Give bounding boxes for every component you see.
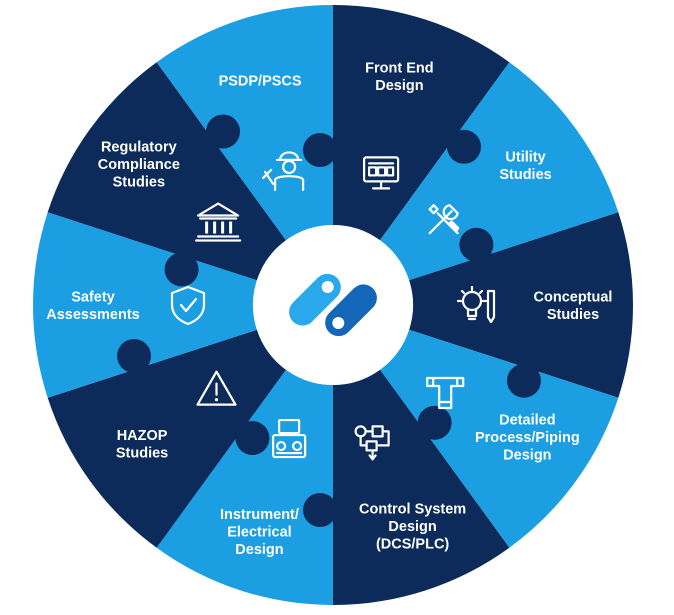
wrench-screwdriver-icon bbox=[428, 204, 460, 235]
segment-hazop-studies bbox=[47, 329, 286, 548]
hub-circle bbox=[253, 225, 413, 385]
label-line: Assessments bbox=[46, 307, 140, 323]
puzzle-tab bbox=[447, 129, 482, 164]
label-line: Instrument/ bbox=[220, 507, 299, 523]
segments-layer bbox=[32, 5, 633, 605]
label-line: Studies bbox=[547, 307, 599, 323]
computer-monitor-icon bbox=[363, 156, 400, 190]
icons-layer bbox=[170, 151, 496, 461]
segment-safety-assessments bbox=[32, 212, 257, 398]
lightbulb-pencil-icon bbox=[456, 285, 496, 324]
segment-conceptual-studies bbox=[409, 212, 633, 398]
shield-check-icon bbox=[170, 285, 206, 326]
label-line: Design bbox=[503, 448, 551, 464]
label-line: Conceptual bbox=[534, 289, 613, 305]
logo-top-dot bbox=[321, 280, 334, 293]
label-line: Regulatory bbox=[101, 139, 177, 155]
label-line: HAZOP bbox=[117, 428, 168, 444]
label-line: Safety bbox=[71, 289, 115, 305]
center-hub bbox=[253, 225, 413, 385]
label-line: Control System bbox=[359, 502, 466, 518]
label-line: Design bbox=[375, 78, 423, 94]
engineer-icon bbox=[262, 151, 305, 192]
control-flow-icon bbox=[354, 425, 390, 461]
label-line: Utility bbox=[505, 149, 545, 165]
company-logo bbox=[289, 273, 377, 337]
label-line: Studies bbox=[116, 445, 168, 461]
segment-psdp-pscs bbox=[156, 5, 333, 241]
segment-detailed-process-piping-design bbox=[380, 329, 619, 548]
label-line: Compliance bbox=[98, 157, 180, 173]
puzzle-tabs-layer bbox=[117, 114, 541, 527]
label-line: Detailed bbox=[499, 413, 555, 429]
puzzle-tab bbox=[235, 421, 270, 456]
label-line: Design bbox=[388, 519, 436, 535]
label-line: Design bbox=[235, 542, 283, 558]
segment-utility-studies bbox=[380, 62, 619, 281]
label-line: Studies bbox=[499, 167, 551, 183]
label-line: Front End bbox=[365, 61, 433, 77]
pipe-icon bbox=[426, 376, 465, 410]
government-building-icon bbox=[195, 202, 242, 242]
puzzle-tab bbox=[303, 133, 337, 167]
instrument-panel-icon bbox=[272, 418, 307, 459]
segment-control-system-design bbox=[333, 369, 510, 605]
puzzle-tab bbox=[459, 227, 494, 262]
logo-bottom-dot bbox=[332, 317, 345, 330]
label-psdp-pscs: PSDP/PSCS bbox=[219, 74, 302, 90]
label-line: Studies bbox=[113, 174, 165, 190]
puzzle-tab bbox=[506, 363, 541, 398]
label-line: Process/Piping bbox=[475, 430, 580, 446]
label-line: (DCS/PLC) bbox=[376, 537, 449, 553]
puzzle-tab bbox=[303, 493, 337, 527]
warning-triangle-icon bbox=[196, 370, 237, 406]
puzzle-tab bbox=[417, 405, 452, 440]
puzzle-tab bbox=[117, 338, 152, 373]
segment-instrument-electrical-design bbox=[156, 369, 333, 605]
label-line: Electrical bbox=[227, 524, 292, 540]
label-line: PSDP/PSCS bbox=[219, 74, 302, 90]
puzzle-tab bbox=[206, 114, 241, 149]
segment-regulatory-compliance-studies bbox=[47, 62, 286, 281]
puzzle-tab bbox=[164, 252, 199, 287]
